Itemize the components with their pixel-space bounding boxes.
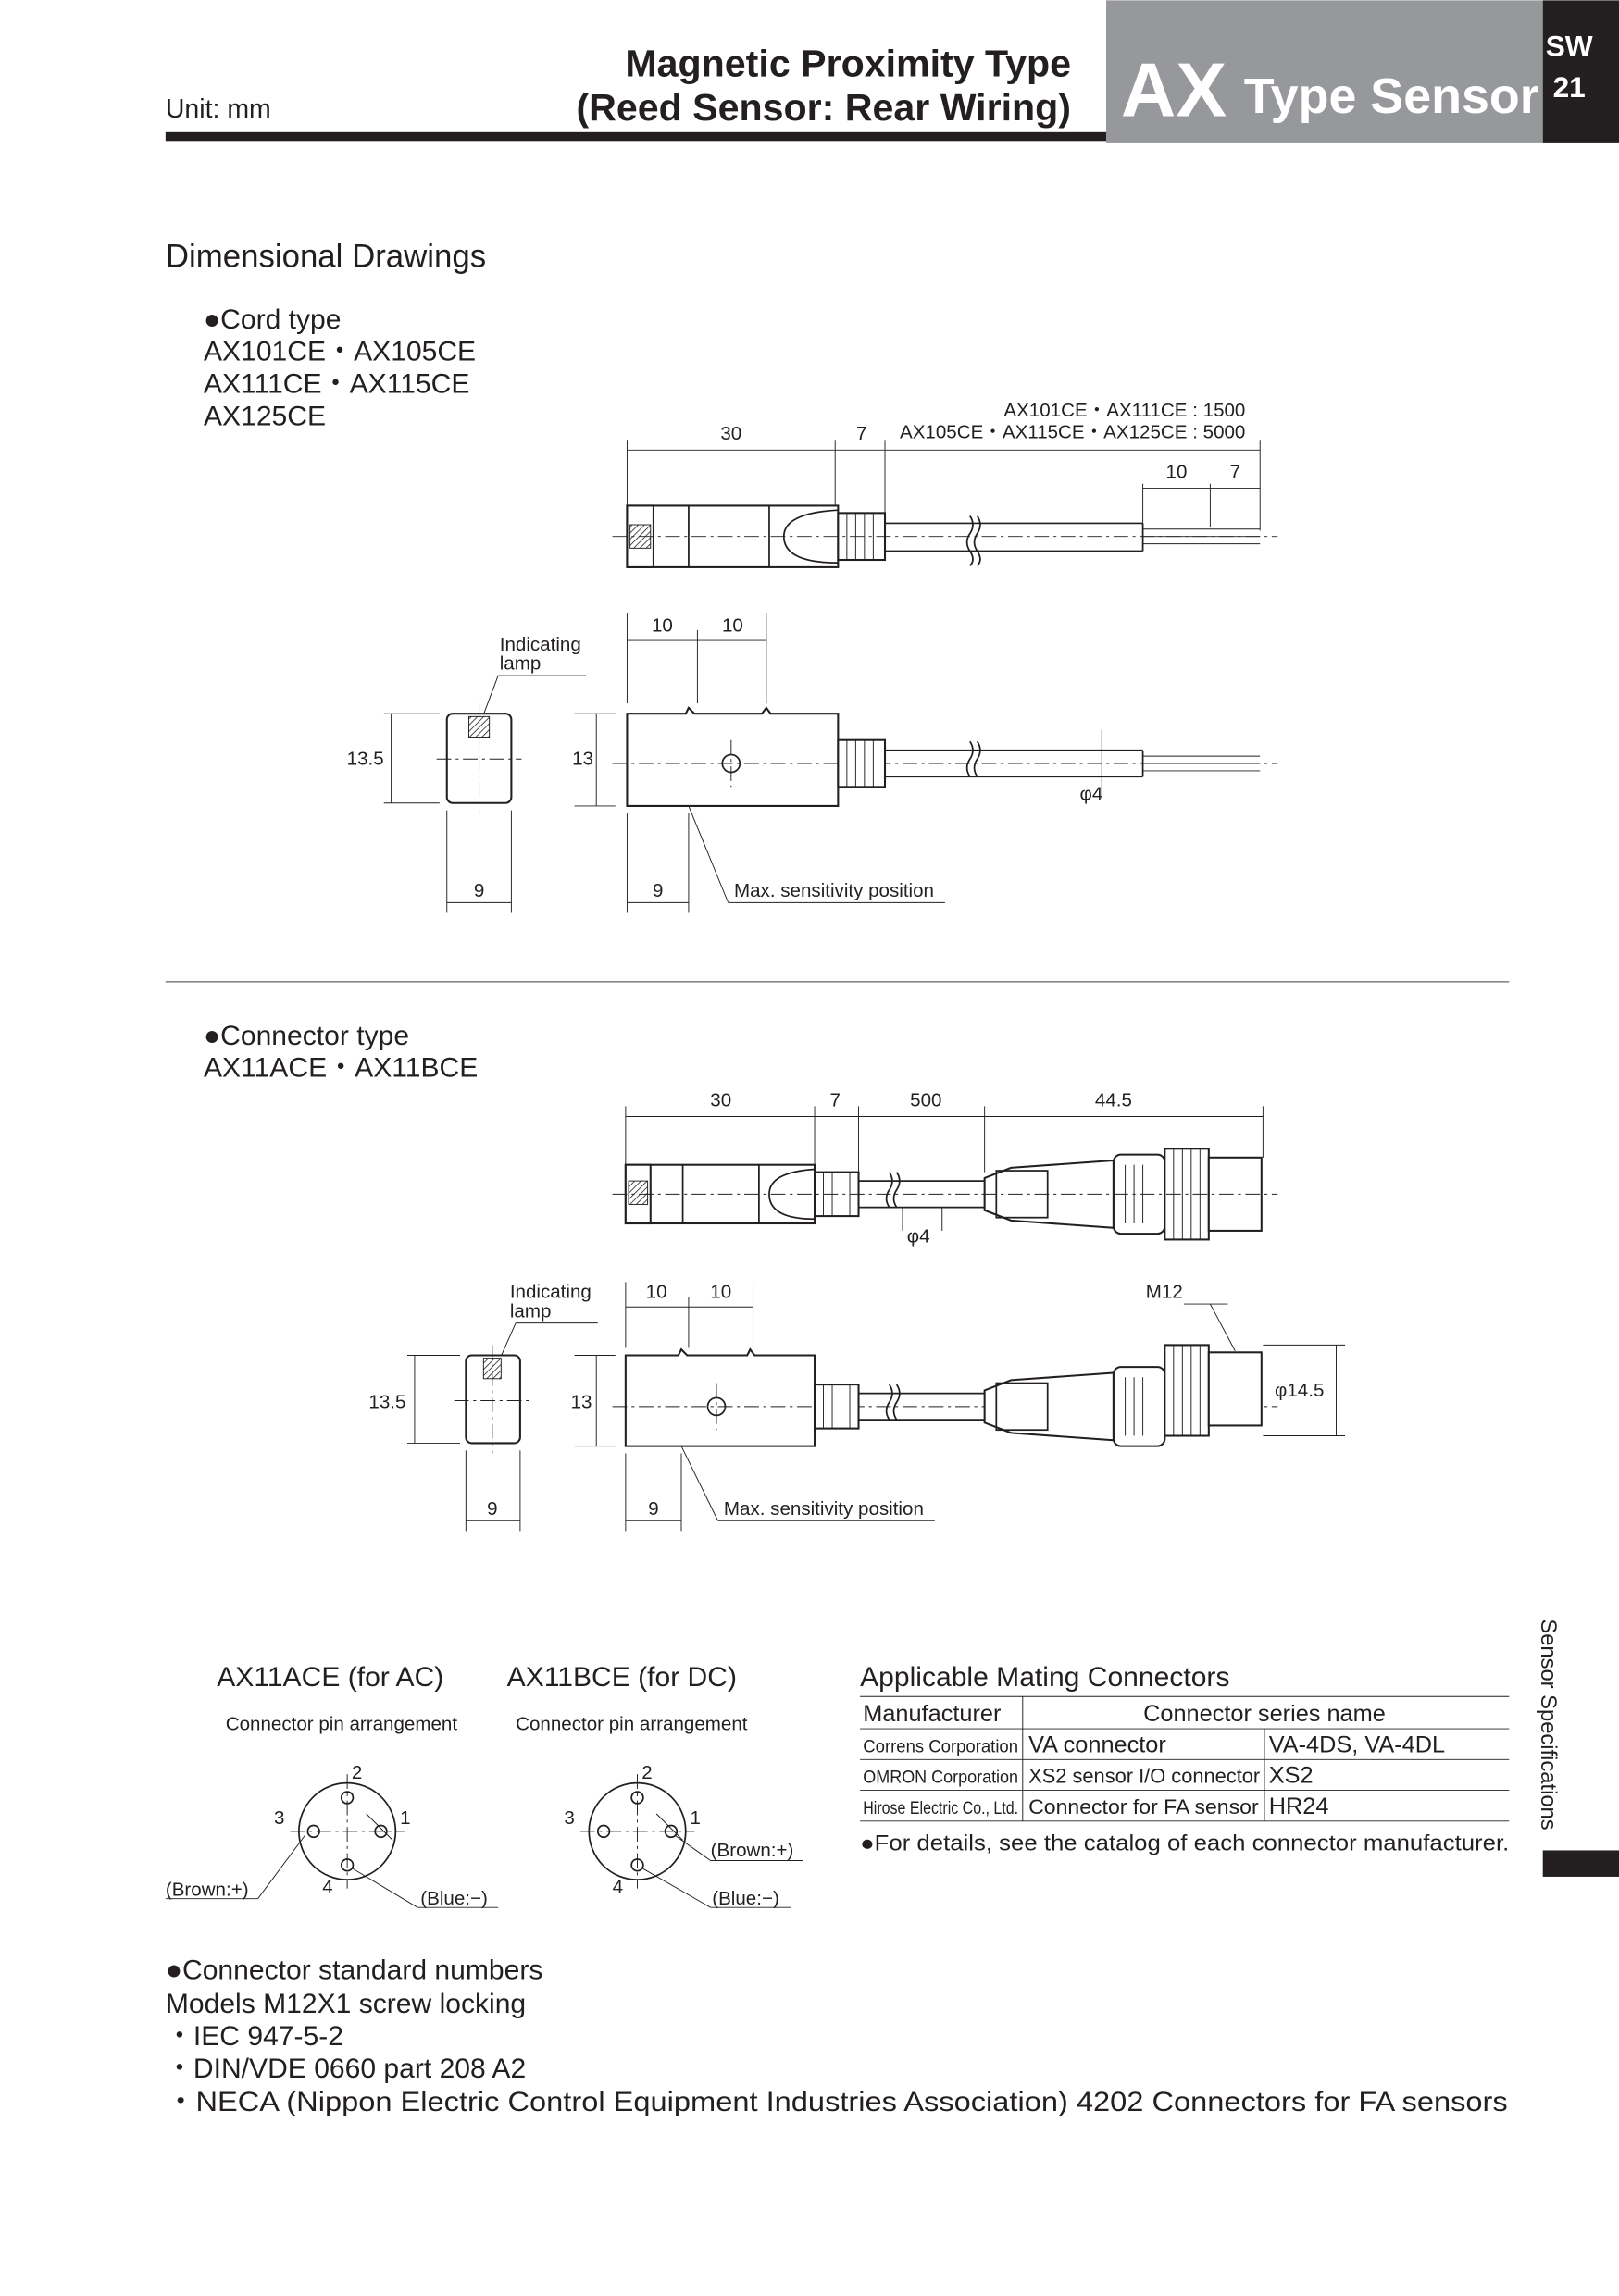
cord-model-line: AX101CE・AX105CE [204,337,476,367]
side-tab-label: Sensor Specifications [1536,1619,1560,1830]
pin-arrangement-dc: AX11BCE (for DC) Connector pin arrangeme… [507,1662,803,1909]
table-header: Connector series name [1143,1701,1386,1727]
page-number: 21 [1553,70,1586,104]
connector-type-label: ●Connector type [204,1021,409,1051]
section-title: Dimensional Drawings [166,238,486,274]
table-cell-manufacturer: OMRON Corporation [863,1768,1018,1788]
dim-cable-length-2: AX105CE・AX115CE・AX125CE : 5000 [900,422,1245,443]
dim-strip-b: 7 [1230,461,1240,482]
pin-title: AX11BCE (for DC) [507,1662,737,1693]
table-cell-series: Connector for FA sensor [1028,1795,1259,1818]
blue-wire-label: (Blue:−) [712,1888,779,1909]
dim-end-height: 13.5 [347,749,384,770]
connector-standards: ●Connector standard numbers Models M12X1… [166,1955,1508,2117]
pin-title: AX11ACE (for AC) [217,1662,443,1693]
cord-model-line: AX125CE [204,401,326,431]
section-code: SW [1546,30,1593,63]
pin-number: 3 [274,1807,284,1829]
max-sensitivity-label: Max. sensitivity position [734,880,934,901]
indicating-lamp-label: Indicating [510,1282,592,1303]
dim-connector-diameter: φ14.5 [1275,1380,1324,1401]
dim-body-length: 30 [710,1089,731,1111]
table-cell-model: HR24 [1269,1793,1329,1819]
brown-wire-label: (Brown:+) [166,1880,249,1901]
table-cell-series: VA connector [1028,1731,1166,1757]
pin-number: 4 [613,1876,623,1897]
pin-number: 1 [400,1807,410,1829]
connector-model-line: AX11ACE・AX11BCE [204,1053,478,1084]
page-header: Unit: mm Magnetic Proximity Type (Reed S… [165,0,1619,143]
connector-top-view-drawing [612,1106,1278,1241]
dim-lamp-b: 10 [710,1282,731,1303]
side-tab-marker [1542,1850,1619,1877]
cord-type-section: ●Cord type AX101CE・AX105CE AX111CE・AX115… [204,304,1278,913]
dim-lamp-a: 10 [646,1282,667,1303]
table-cell-model: VA-4DS, VA-4DL [1269,1731,1445,1757]
mating-connectors-table: Applicable Mating Connectors Manufacture… [860,1662,1510,1855]
dim-lamp-b: 10 [722,615,743,637]
dim-boot: 7 [829,1089,840,1111]
dim-end-width: 9 [487,1498,497,1520]
pin-number: 2 [641,1762,652,1783]
header-rule [165,131,1107,142]
standards-line: ・IEC 947-5-2 [166,2021,343,2052]
dim-side-height: 13 [572,749,593,770]
dim-end-width: 9 [474,880,484,901]
pin-subtitle: Connector pin arrangement [516,1714,748,1735]
dim-end-height: 13.5 [368,1391,405,1412]
pin-number: 3 [564,1807,574,1829]
table-note: ●For details, see the catalog of each co… [860,1831,1509,1855]
series-name: AX [1121,47,1227,132]
cord-top-view-drawing [612,440,1278,568]
pin-number: 2 [352,1762,362,1783]
series-banner [1106,0,1543,143]
standards-line: Models M12X1 screw locking [166,1989,526,2019]
dim-cable-length: 500 [910,1089,941,1111]
pin-number: 1 [691,1807,701,1829]
dim-cable-length-1: AX101CE・AX111CE : 1500 [1003,400,1245,421]
brown-wire-label: (Brown:+) [711,1840,794,1861]
dim-side-width: 9 [648,1498,658,1520]
standards-title: ●Connector standard numbers [166,1955,543,1986]
dim-strip-a: 10 [1166,461,1188,482]
dim-side-height: 13 [571,1391,592,1412]
pin-subtitle: Connector pin arrangement [226,1714,458,1735]
dim-boot: 7 [856,423,866,444]
connector-side-view-drawing [407,1282,1346,1532]
title-line-1: Magnetic Proximity Type [625,43,1071,85]
series-suffix: Type Sensor [1244,68,1539,124]
dim-lamp-a: 10 [652,615,673,637]
standards-line: ・DIN/VDE 0660 part 208 A2 [166,2054,526,2084]
dim-connector-length: 44.5 [1095,1089,1132,1111]
blue-wire-label: (Blue:−) [420,1888,488,1909]
section-tab [1542,0,1619,143]
max-sensitivity-label: Max. sensitivity position [724,1498,924,1520]
pin-arrangement-ac: AX11ACE (for AC) Connector pin arrangeme… [166,1662,499,1909]
title-line-2: (Reed Sensor: Rear Wiring) [576,86,1071,129]
unit-label: Unit: mm [166,94,271,124]
cord-type-label: ●Cord type [204,304,342,335]
dim-body-length: 30 [720,423,741,444]
indicating-lamp-label: lamp [510,1300,552,1322]
table-header: Manufacturer [863,1701,1002,1727]
table-cell-manufacturer: Correns Corporation [863,1736,1018,1756]
table-cell-manufacturer: Hirose Electric Co., Ltd. [863,1798,1018,1818]
standards-line: ・NECA (Nippon Electric Control Equipment… [166,2087,1508,2117]
connector-type-section: ●Connector type AX11ACE・AX11BCE 30 7 [204,1021,1346,1532]
dim-side-width: 9 [653,880,663,901]
table-cell-series: XS2 sensor I/O connector [1028,1765,1260,1788]
dim-thread: M12 [1146,1282,1183,1303]
pin-number: 4 [322,1876,332,1897]
dim-cable-diameter: φ4 [907,1226,930,1247]
indicating-lamp-label: lamp [500,653,542,675]
table-title: Applicable Mating Connectors [860,1662,1229,1693]
cord-model-line: AX111CE・AX115CE [204,369,469,400]
indicating-lamp-label: Indicating [500,634,581,655]
cord-side-view-drawing [383,612,1278,913]
table-cell-model: XS2 [1269,1763,1314,1789]
dim-cable-diameter: φ4 [1080,784,1103,805]
